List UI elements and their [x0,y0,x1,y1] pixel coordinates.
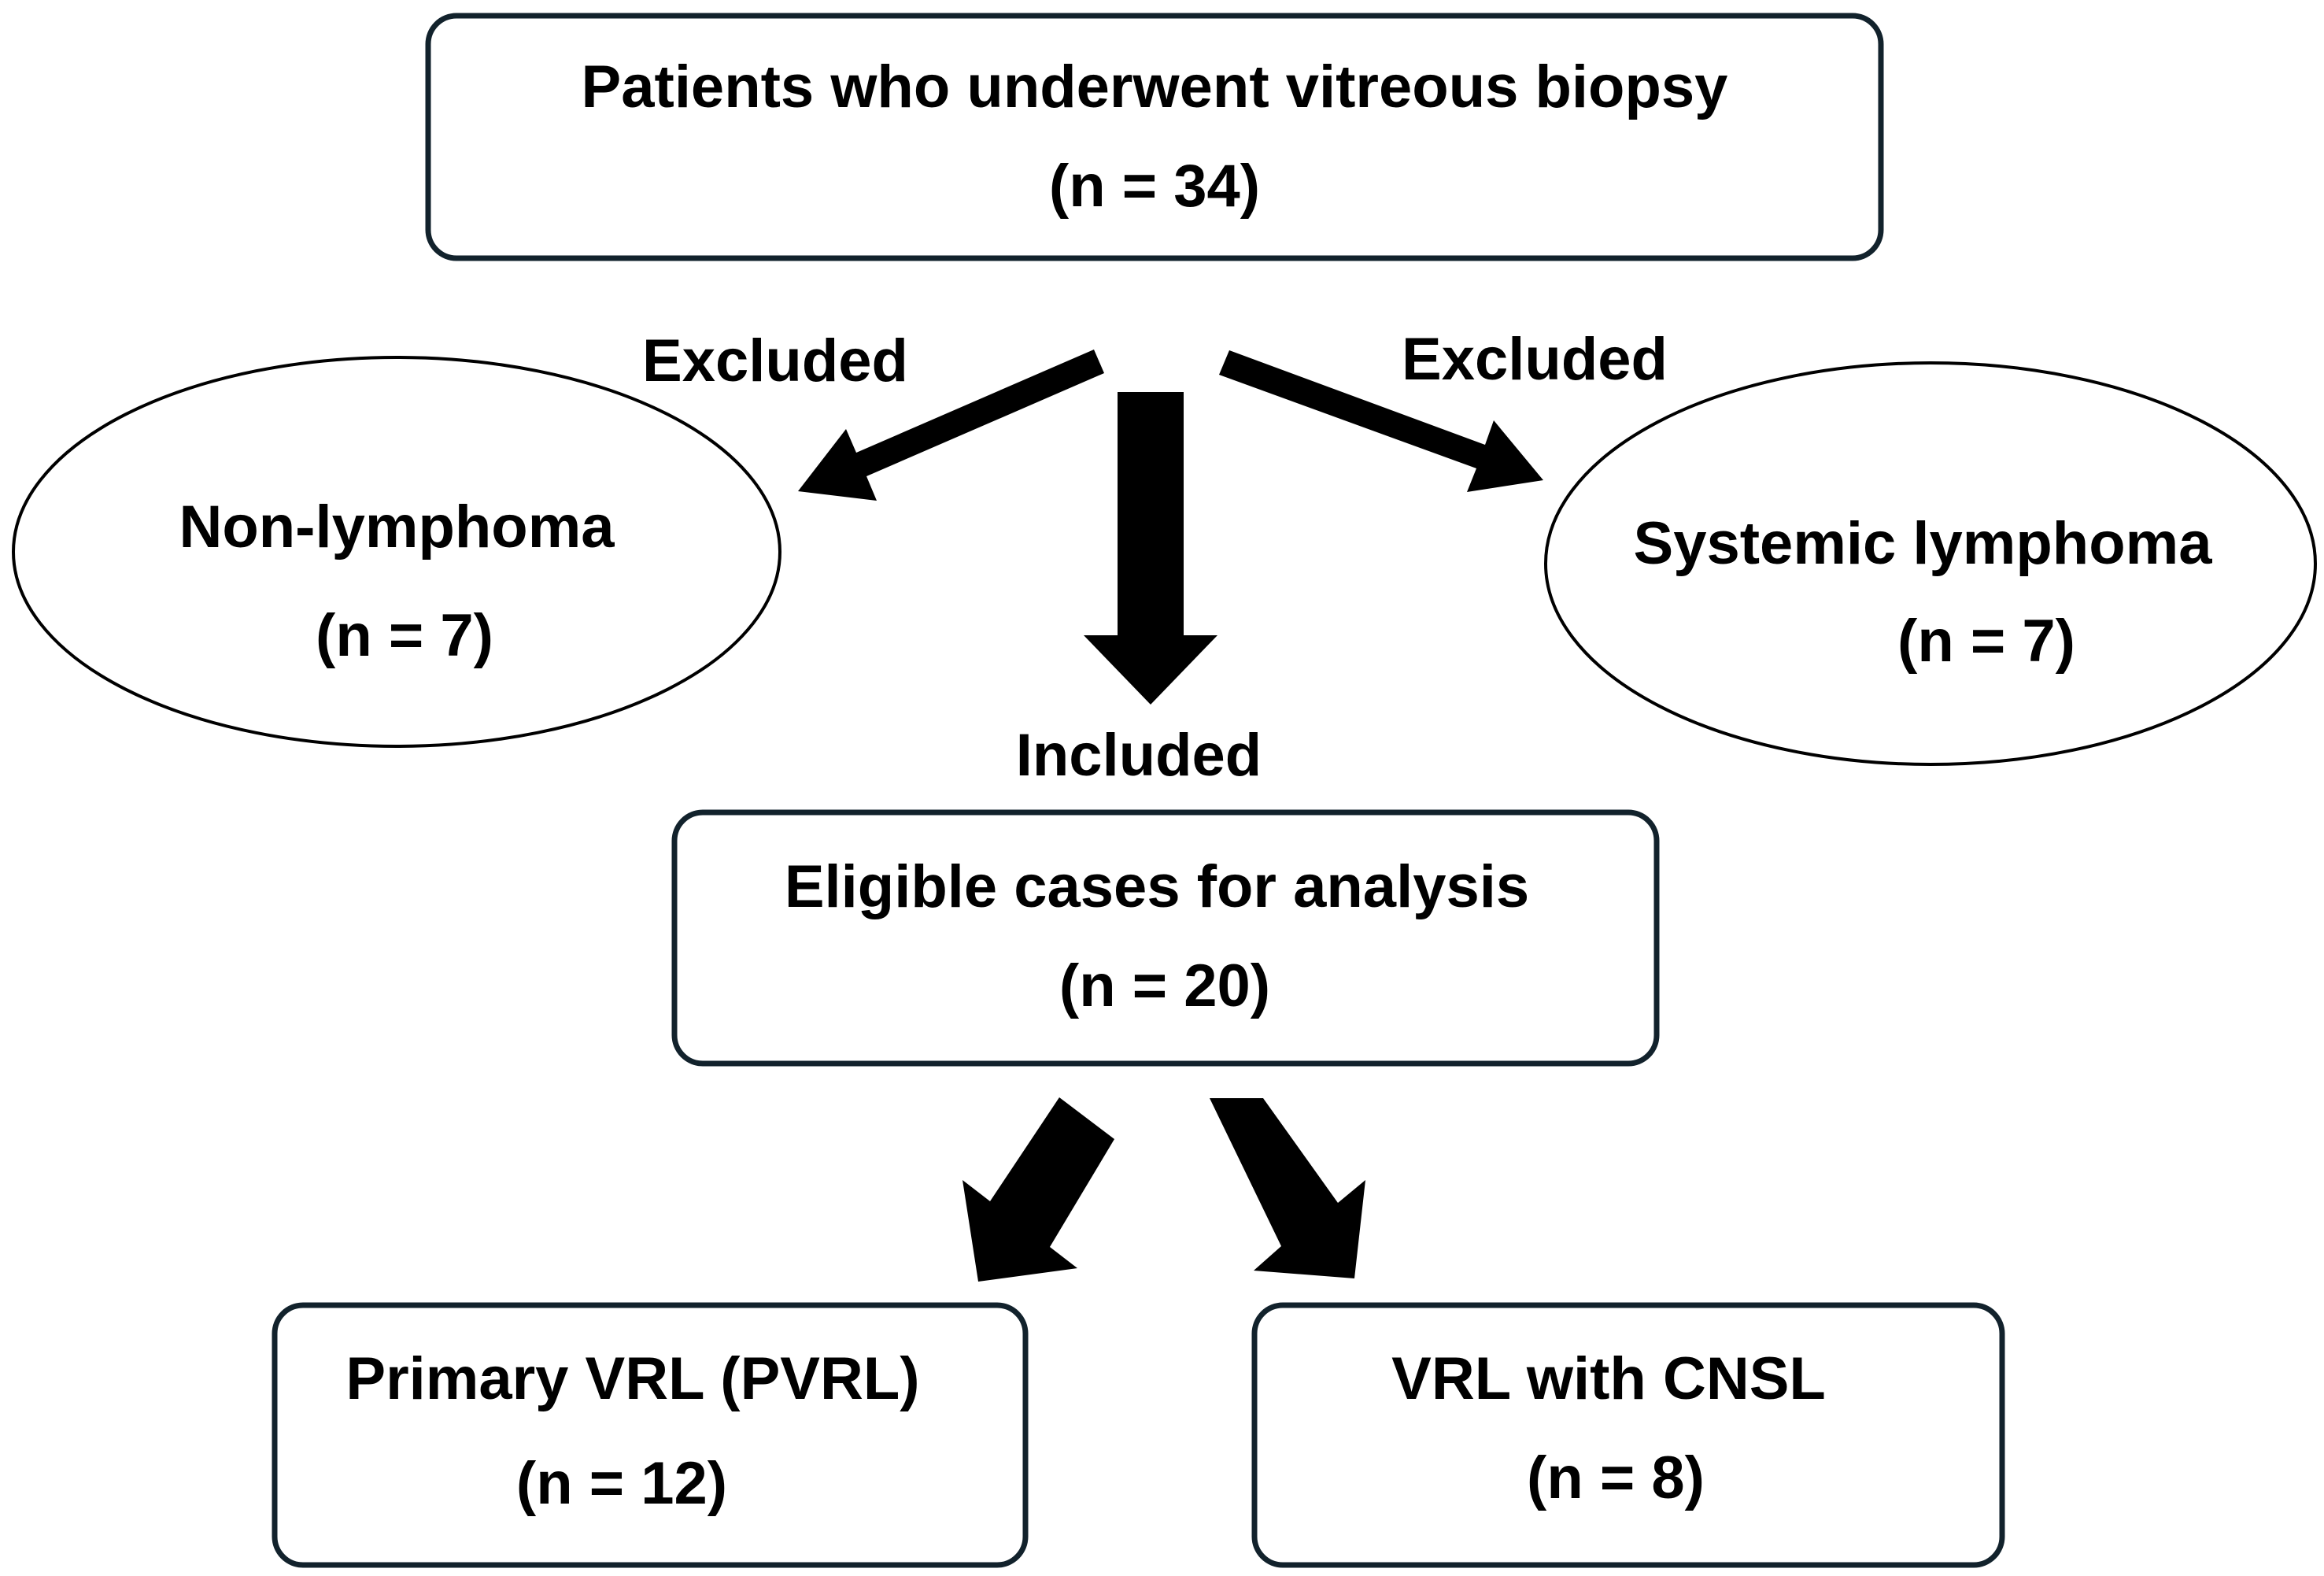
vrl-cnsl-box-title: VRL with CNSL [1391,1345,1826,1412]
included-label: Included [1016,722,1262,789]
non-lymphoma-label: Non-lymphoma [179,494,615,560]
non-lymphoma-ellipse [12,356,781,748]
arrow-to-pvrl [962,1097,1114,1282]
top-box-title: Patients who underwent vitreous biopsy [582,54,1728,120]
arrow-excluded-right [1219,350,1543,492]
excluded-right-label: Excluded [1402,326,1668,393]
pvrl-box-title: Primary VRL (PVRL) [345,1345,919,1412]
excluded-left-label: Excluded [642,327,908,394]
systemic-lymphoma-label: Systemic lymphoma [1634,510,2213,577]
non-lymphoma-count: (n = 7) [316,602,493,669]
systemic-lymphoma-count: (n = 7) [1897,608,2075,675]
pvrl-box-count: (n = 12) [516,1450,727,1517]
pvrl-box [272,1302,1029,1568]
arrow-to-vrl-cnsl [1210,1098,1365,1278]
arrow-excluded-left [798,350,1104,501]
systemic-lymphoma-ellipse [1544,361,2317,766]
eligible-box-title: Eligible cases for analysis [785,853,1529,920]
vrl-cnsl-box [1251,1302,2005,1568]
eligible-box [671,809,1660,1067]
eligible-box-count: (n = 20) [1059,953,1270,1019]
top-box [425,13,1884,261]
arrow-included [1084,392,1217,705]
top-box-count: (n = 34) [1049,153,1260,220]
vrl-cnsl-box-count: (n = 8) [1527,1445,1705,1511]
